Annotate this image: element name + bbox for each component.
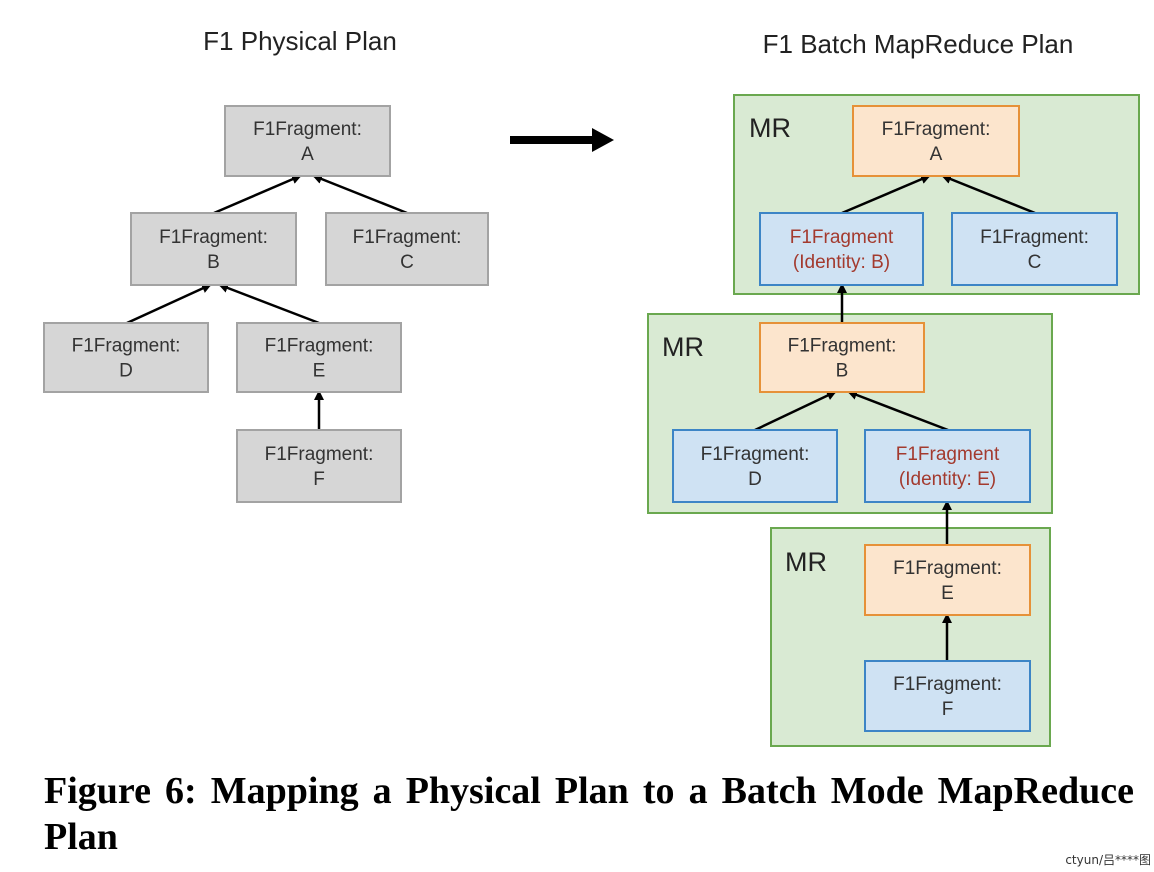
- fragment-label: F1Fragment:: [893, 674, 1002, 695]
- fragment-box: [43, 322, 209, 393]
- fragment-node-pD: F1Fragment: D: [43, 322, 209, 393]
- transform-arrow: [510, 128, 614, 152]
- fragment-box: [672, 429, 838, 503]
- diagram-canvas: F1 Physical Plan F1 Batch MapReduce Plan…: [43, 26, 1140, 747]
- fragment-label: F1Fragment:: [72, 336, 181, 357]
- fragment-label: F1Fragment:: [980, 227, 1089, 248]
- mapreduce-groups: MR MR MR: [647, 94, 1140, 747]
- fragment-node-pA: F1Fragment: A: [224, 105, 391, 177]
- fragment-name: E: [941, 583, 954, 604]
- fragment-name: (Identity: E): [899, 469, 996, 490]
- fragment-label: F1Fragment:: [353, 227, 462, 248]
- fragment-box: [224, 105, 391, 177]
- plan-edges: [126, 174, 1036, 661]
- fragment-box: [236, 322, 402, 393]
- physical-plan-title: F1 Physical Plan: [203, 26, 397, 56]
- fragment-label: F1Fragment: [896, 444, 1000, 465]
- fragment-label: F1Fragment:: [788, 336, 897, 357]
- fragment-node-pE: F1Fragment: E: [236, 322, 402, 393]
- edge-arrow-m2E-to-m2B: [847, 390, 949, 432]
- fragment-label: F1Fragment: [790, 227, 894, 248]
- fragment-box: [325, 212, 489, 286]
- fragment-name: A: [301, 144, 314, 165]
- fragment-name: F: [942, 699, 954, 720]
- fragment-node-m1C: F1Fragment: C: [951, 212, 1118, 286]
- fragment-label: F1Fragment:: [882, 119, 991, 140]
- fragment-name: D: [748, 469, 762, 490]
- fragment-name: E: [313, 361, 326, 382]
- figure-caption: Figure 6: Mapping a Physical Plan to a B…: [44, 770, 1134, 858]
- fragment-label: F1Fragment:: [701, 444, 810, 465]
- fragment-name: B: [836, 361, 849, 382]
- fragment-label: F1Fragment:: [159, 227, 268, 248]
- fragment-name: F: [313, 469, 325, 490]
- fragment-box: [759, 322, 925, 393]
- mr-group-label: MR: [785, 547, 827, 577]
- fragment-node-m3F: F1Fragment: F: [864, 660, 1031, 732]
- fragment-node-m2E: F1Fragment (Identity: E): [864, 429, 1031, 503]
- edge-arrow-m1B-to-m1A: [841, 174, 931, 215]
- fragment-name: B: [207, 252, 220, 273]
- fragment-label: F1Fragment:: [265, 444, 374, 465]
- edge-arrow-pE-to-pB: [218, 283, 320, 325]
- edge-arrow-pD-to-pB: [126, 283, 212, 325]
- fragment-node-pC: F1Fragment: C: [325, 212, 489, 286]
- plan-nodes: F1Fragment:AF1Fragment:BF1Fragment:CF1Fr…: [43, 105, 1118, 732]
- mapreduce-plan-title: F1 Batch MapReduce Plan: [763, 29, 1074, 59]
- fragment-box: [864, 660, 1031, 732]
- fragment-node-pB: F1Fragment: B: [130, 212, 297, 286]
- watermark: ctyun/吕****图: [1065, 853, 1151, 867]
- edge-arrow-m2D-to-m2B: [754, 390, 837, 432]
- fragment-box: [130, 212, 297, 286]
- fragment-name: C: [400, 252, 414, 273]
- fragment-box: [759, 212, 924, 286]
- fragment-box: [864, 429, 1031, 503]
- fragment-node-m2D: F1Fragment: D: [672, 429, 838, 503]
- fragment-name: D: [119, 361, 133, 382]
- fragment-node-pF: F1Fragment: F: [236, 429, 402, 503]
- fragment-label: F1Fragment:: [253, 119, 362, 140]
- fragment-box: [864, 544, 1031, 616]
- edge-arrow-m1C-to-m1A: [941, 174, 1036, 215]
- fragment-box: [951, 212, 1118, 286]
- fragment-box: [236, 429, 402, 503]
- fragment-node-m1B: F1Fragment (Identity: B): [759, 212, 924, 286]
- mr-group-label: MR: [749, 113, 791, 143]
- fragment-node-m2B: F1Fragment: B: [759, 322, 925, 393]
- fragment-name: (Identity: B): [793, 252, 890, 273]
- fragment-label: F1Fragment:: [893, 558, 1002, 579]
- edge-arrow-pB-to-pA: [213, 174, 302, 215]
- fragment-box: [852, 105, 1020, 177]
- mr-group-label: MR: [662, 332, 704, 362]
- fragment-label: F1Fragment:: [265, 336, 374, 357]
- fragment-name: C: [1028, 252, 1042, 273]
- fragment-name: A: [930, 144, 943, 165]
- fragment-node-m3E: F1Fragment: E: [864, 544, 1031, 616]
- fragment-node-m1A: F1Fragment: A: [852, 105, 1020, 177]
- edge-arrow-pC-to-pA: [312, 174, 408, 215]
